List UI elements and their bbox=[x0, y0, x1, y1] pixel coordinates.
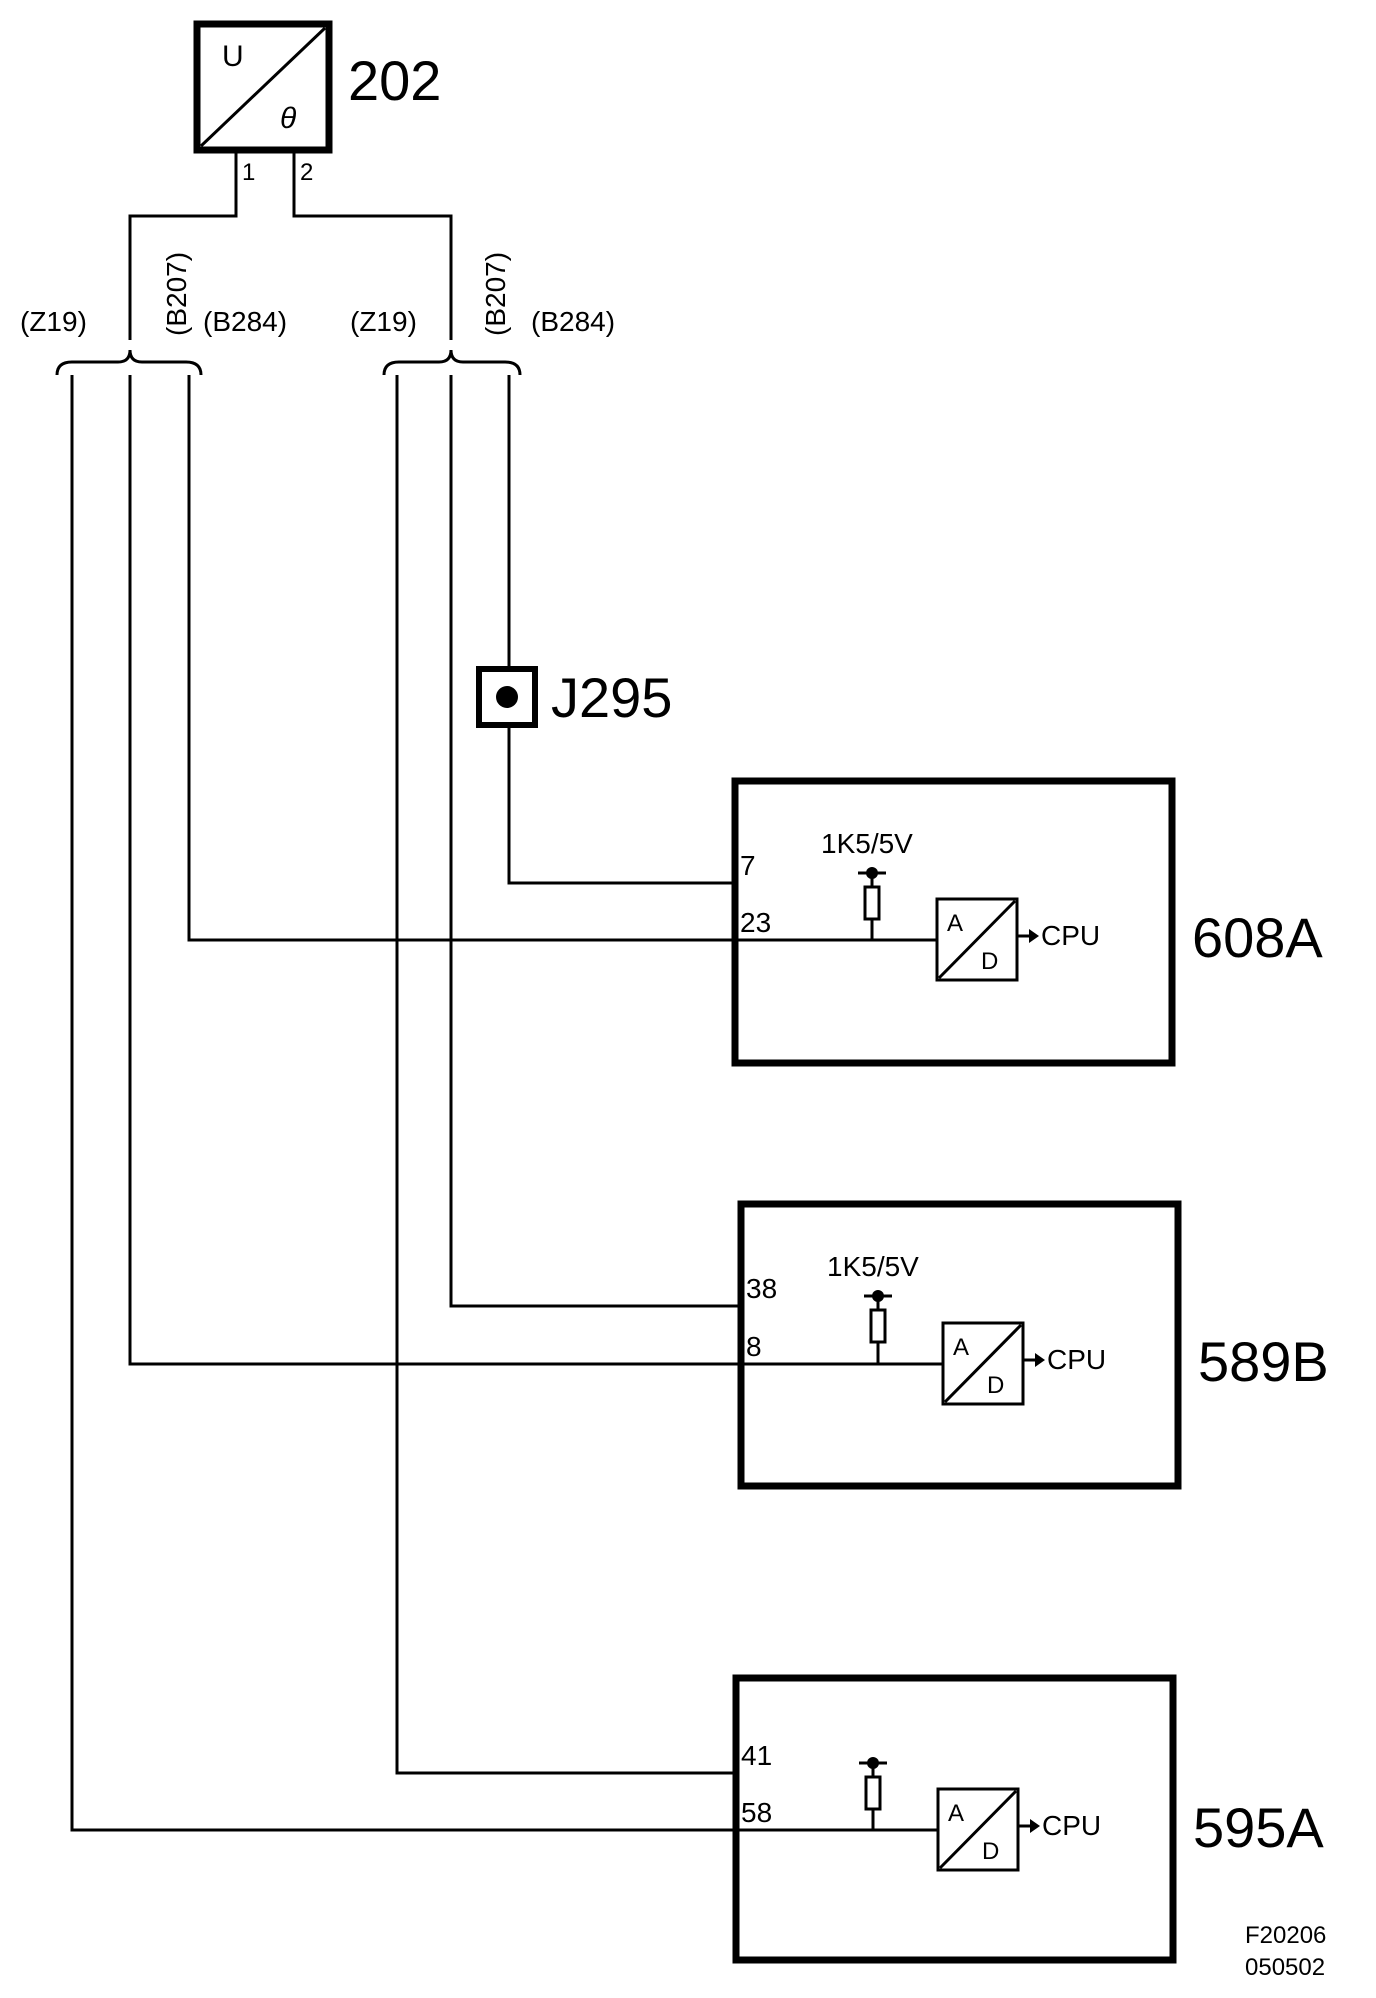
wire-b284-right bbox=[507, 375, 735, 885]
ad-label-d: D bbox=[987, 1372, 1004, 1399]
ecu-id-label: 589B bbox=[1198, 1330, 1329, 1393]
sensor-202: U θ 202 1 2 bbox=[193, 20, 441, 186]
figure-ref-line2: 050502 bbox=[1245, 1954, 1325, 1981]
pullup-resistor bbox=[864, 1775, 882, 1811]
cpu-arrow-head bbox=[1029, 929, 1039, 943]
ecu-id-label: 595A bbox=[1193, 1796, 1324, 1859]
ad-diagonal bbox=[943, 1323, 1023, 1404]
ecu-pin-label: 8 bbox=[746, 1331, 762, 1362]
sensor-box bbox=[193, 20, 333, 154]
sensor-pin-1: 1 bbox=[242, 159, 255, 186]
wire-z19-right bbox=[395, 375, 736, 1775]
harness-labels-left: (Z19) (B207) (B284) bbox=[20, 252, 287, 337]
sensor-lead-1 bbox=[128, 150, 238, 340]
sensor-pin-2: 2 bbox=[300, 159, 313, 186]
sensor-lead-2 bbox=[292, 150, 453, 340]
wire-z19-left bbox=[70, 375, 736, 1832]
cpu-arrow-head bbox=[1030, 1819, 1040, 1833]
cpu-arrow-head bbox=[1035, 1353, 1045, 1367]
wire-b207-left bbox=[128, 375, 741, 1366]
sensor-id-label: 202 bbox=[348, 49, 441, 112]
ad-label-d: D bbox=[981, 948, 998, 975]
harness-label-b207-left: (B207) bbox=[161, 252, 192, 336]
sensor-diagonal bbox=[199, 26, 327, 148]
wire-b284-left bbox=[187, 375, 735, 942]
ecu-pin-label: 7 bbox=[740, 850, 756, 881]
pullup-value-label: 1K5/5V bbox=[827, 1251, 919, 1282]
ecu-box bbox=[731, 777, 1176, 1067]
harness-label-b207-right: (B207) bbox=[480, 252, 511, 336]
ad-diagonal bbox=[937, 899, 1017, 980]
pullup-value-label: 1K5/5V bbox=[821, 828, 913, 859]
ad-label-a: A bbox=[948, 1800, 964, 1827]
sensor-symbol-u: U bbox=[222, 40, 244, 73]
cpu-label: CPU bbox=[1042, 1810, 1101, 1841]
figure-ref-line1: F20206 bbox=[1245, 1922, 1326, 1949]
cpu-label: CPU bbox=[1047, 1344, 1106, 1375]
ecu-pin-label: 58 bbox=[741, 1797, 772, 1828]
junction-j295: J295 bbox=[476, 666, 672, 729]
pullup-resistor bbox=[869, 1308, 887, 1344]
harness-label-z19-left: (Z19) bbox=[20, 306, 87, 337]
cpu-label: CPU bbox=[1041, 920, 1100, 951]
ecu-589B: 38 8 1K5/5V AD CPU 589B bbox=[737, 1200, 1329, 1490]
ecu-595A: 41 58 AD CPU 595A bbox=[732, 1674, 1324, 1964]
ecu-id-label: 608A bbox=[1192, 906, 1323, 969]
pullup-resistor bbox=[863, 885, 881, 921]
ad-label-a: A bbox=[947, 910, 963, 937]
ecu-box bbox=[732, 1674, 1177, 1964]
harness-label-z19-right: (Z19) bbox=[350, 306, 417, 337]
junction-label: J295 bbox=[551, 666, 672, 729]
harness-label-b284-right: (B284) bbox=[531, 306, 615, 337]
sensor-symbol-theta: θ bbox=[280, 102, 297, 135]
ecu-pin-label: 41 bbox=[741, 1740, 772, 1771]
junction-dot bbox=[496, 686, 518, 708]
ad-label-d: D bbox=[982, 1838, 999, 1865]
harness-brace-right bbox=[382, 349, 522, 376]
junction-box bbox=[476, 666, 538, 728]
ad-diagonal bbox=[938, 1789, 1018, 1870]
ad-label-a: A bbox=[953, 1334, 969, 1361]
ecu-pin-label: 38 bbox=[746, 1273, 777, 1304]
ecu-pin-label: 23 bbox=[740, 907, 771, 938]
ecu-608A: 7 23 1K5/5V AD CPU 608A bbox=[731, 777, 1323, 1067]
ecu-box bbox=[737, 1200, 1182, 1490]
wire-b207-right bbox=[449, 375, 741, 1308]
harness-label-b284-left: (B284) bbox=[203, 306, 287, 337]
harness-labels-right: (Z19) (B207) (B284) bbox=[350, 252, 615, 337]
harness-brace-left bbox=[55, 349, 203, 376]
